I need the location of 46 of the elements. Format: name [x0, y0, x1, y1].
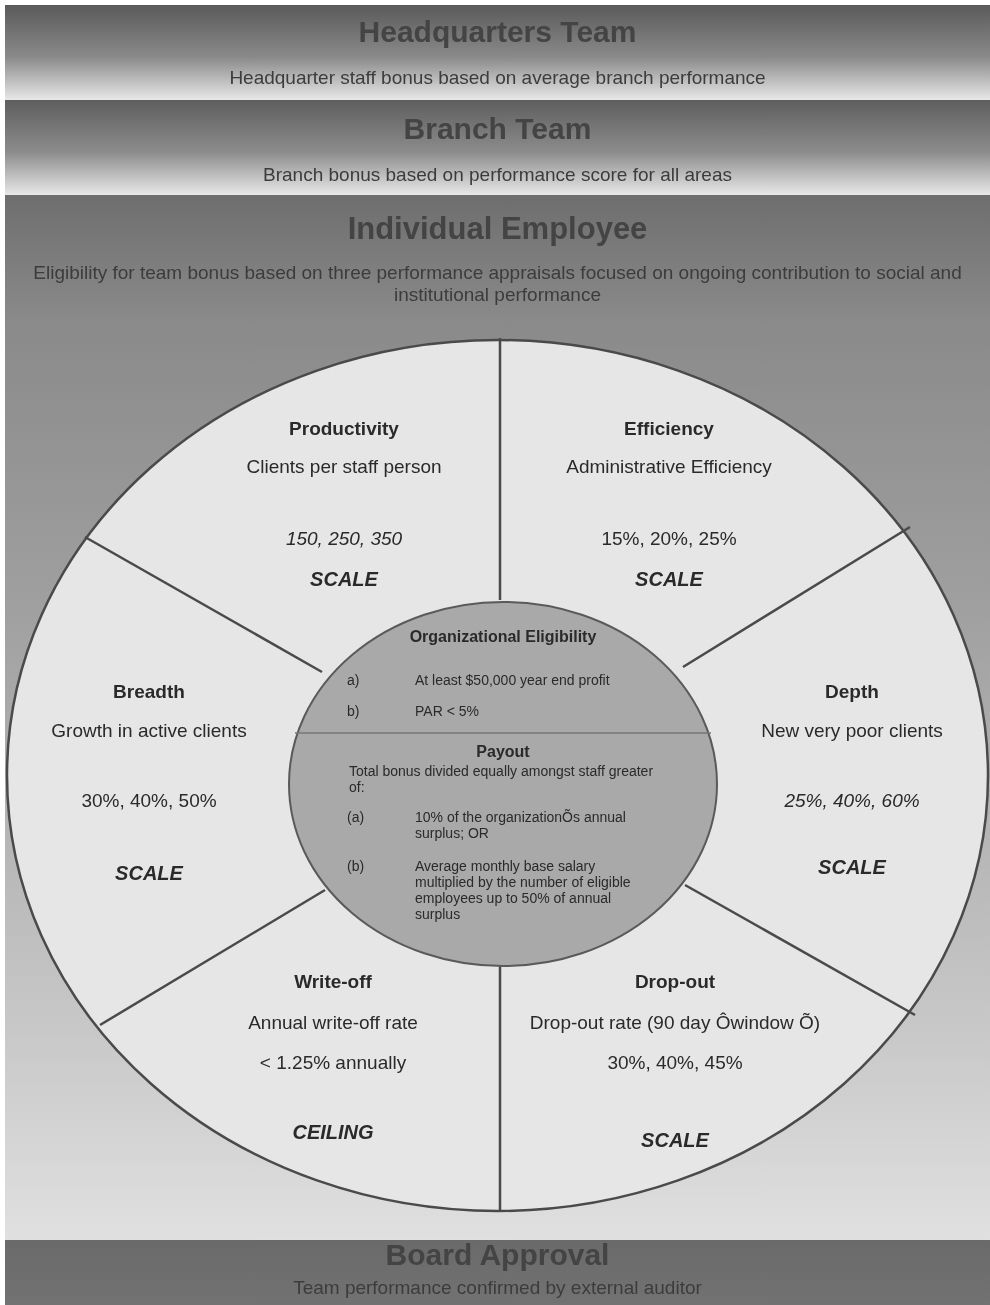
target-values: 15%, 20%, 25%: [600, 528, 738, 550]
measure-type: SCALE: [309, 568, 380, 591]
tier-description: Branch bonus based on performance score for all areas: [262, 164, 733, 186]
tier-band: [5, 5, 990, 100]
tier-description: Headquarter staff bonus based on average branch performance: [228, 67, 767, 89]
segment-description: Annual write-off rate: [247, 1012, 419, 1034]
list-marker: a): [347, 672, 361, 689]
item-text: Average monthly base salary multiplied by the number of eligible employees up to 50% of annual surplus: [415, 858, 632, 923]
body-text: Total bonus divided equally amongst staff greater of:: [349, 763, 655, 796]
segment-heading: Breadth: [112, 681, 186, 703]
segment-heading: Efficiency: [623, 418, 715, 440]
item-text: 10% of the organizationÕs annual surplus; OR: [415, 809, 627, 842]
list-marker: b): [347, 703, 361, 720]
measure-type: SCALE: [634, 568, 705, 591]
target-values: 25%, 40%, 60%: [783, 790, 921, 812]
tier-band: [5, 1240, 990, 1305]
segment-heading: Drop-out: [633, 971, 717, 993]
segment-description: Drop-out rate (90 day Ôwindow Õ): [528, 1012, 822, 1034]
section-heading: Payout: [475, 743, 531, 762]
segment-description: Clients per staff person: [245, 456, 443, 478]
target-values: 30%, 40%, 45%: [606, 1052, 744, 1074]
target-values: 30%, 40%, 50%: [80, 790, 218, 812]
measure-type: SCALE: [640, 1129, 711, 1152]
measure-type: SCALE: [817, 856, 888, 879]
segment-description: Administrative Efficiency: [565, 456, 773, 478]
segment-description: Growth in active clients: [50, 720, 248, 742]
segment-heading: Write-off: [293, 971, 373, 993]
measure-type: SCALE: [114, 862, 185, 885]
tier-heading: Headquarters Team: [357, 15, 638, 50]
tier-band: [5, 100, 990, 195]
center-circle: [287, 600, 719, 968]
ring-diagram: [5, 338, 990, 1213]
item-text: At least $50,000 year end profit: [415, 672, 611, 689]
target-values: < 1.25% annually: [258, 1052, 408, 1074]
segment-heading: Depth: [824, 681, 880, 703]
list-marker: (a): [347, 809, 366, 826]
tier-band: [5, 195, 990, 1240]
target-values: 150, 250, 350: [284, 528, 404, 550]
list-marker: (b): [347, 858, 366, 875]
segment-description: New very poor clients: [760, 720, 944, 742]
segment-heading: Productivity: [288, 418, 400, 440]
measure-type: CEILING: [291, 1121, 375, 1144]
tier-heading: Branch Team: [402, 112, 593, 147]
section-heading: Organizational Eligibility: [408, 628, 598, 647]
item-text: PAR < 5%: [415, 703, 480, 720]
tier-description: Eligibility for team bonus based on three performance appraisals focused on ongoing contribution to social and institutional performance: [32, 262, 963, 306]
